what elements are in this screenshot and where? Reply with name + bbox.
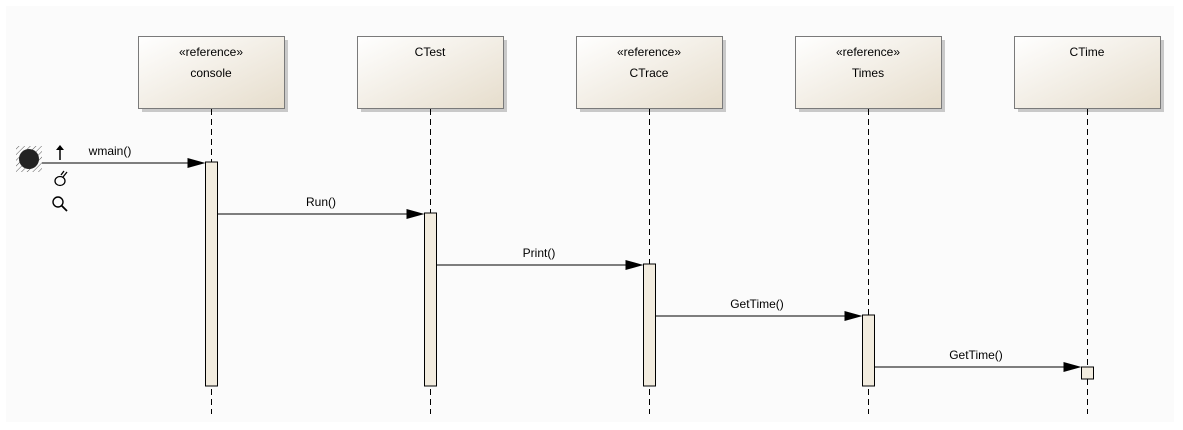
cursor-hand-icon[interactable] — [52, 170, 70, 188]
lifeline-name: Times — [851, 66, 885, 80]
message-label-run[interactable]: Run() — [305, 195, 337, 209]
message-arrowhead-wmain — [187, 158, 206, 168]
lifeline-stereotype: «reference» — [616, 45, 682, 59]
lifeline-box-shape — [795, 36, 942, 109]
message-label-gettime-2[interactable]: GetTime() — [949, 348, 1003, 362]
lifeline-name: CTime — [1069, 45, 1105, 59]
lifeline-ctime[interactable]: CTime — [1014, 36, 1160, 108]
magnifier-icon[interactable] — [51, 195, 69, 213]
message-label-gettime-1[interactable]: GetTime() — [730, 297, 784, 311]
message-label-wmain[interactable]: wmain() — [88, 144, 132, 158]
lifeline-name: CTrace — [629, 66, 669, 80]
activation-bar-ctrace — [643, 263, 656, 387]
lifeline-console[interactable]: «reference» console — [138, 36, 284, 108]
activation-bar-console — [205, 161, 218, 387]
lifeline-ctest[interactable]: CTest — [357, 36, 503, 108]
activation-bar-ctest — [424, 212, 437, 387]
sequence-diagram-canvas: «reference» console CTest «reference» CT… — [6, 6, 1174, 422]
lifeline-ctrace[interactable]: «reference» CTrace — [576, 36, 722, 108]
lifeline-stereotype: «reference» — [178, 45, 244, 59]
lifeline-box-shape — [576, 36, 723, 109]
lifeline-box-shape — [138, 36, 285, 109]
message-arrowhead-gettime-1 — [844, 311, 863, 321]
initial-node[interactable] — [16, 146, 42, 172]
message-arrowhead-gettime-2 — [1063, 362, 1082, 372]
activation-bar-ctime — [1081, 366, 1094, 380]
lifeline-box-shape — [1014, 36, 1161, 109]
message-label-print[interactable]: Print() — [522, 246, 556, 260]
message-arrowhead-print — [625, 260, 644, 270]
activation-bar-times — [862, 314, 875, 387]
lifeline-name: console — [190, 66, 232, 80]
diagram-svg — [16, 36, 1164, 414]
lifeline-stereotype: «reference» — [835, 45, 901, 59]
lifeline-name: CTest — [414, 45, 446, 59]
lifeline-times[interactable]: «reference» Times — [795, 36, 941, 108]
initial-node-dot — [19, 149, 39, 169]
lifeline-box-shape — [357, 36, 504, 109]
up-arrow-icon[interactable] — [54, 144, 66, 162]
message-arrowhead-run — [406, 209, 425, 219]
